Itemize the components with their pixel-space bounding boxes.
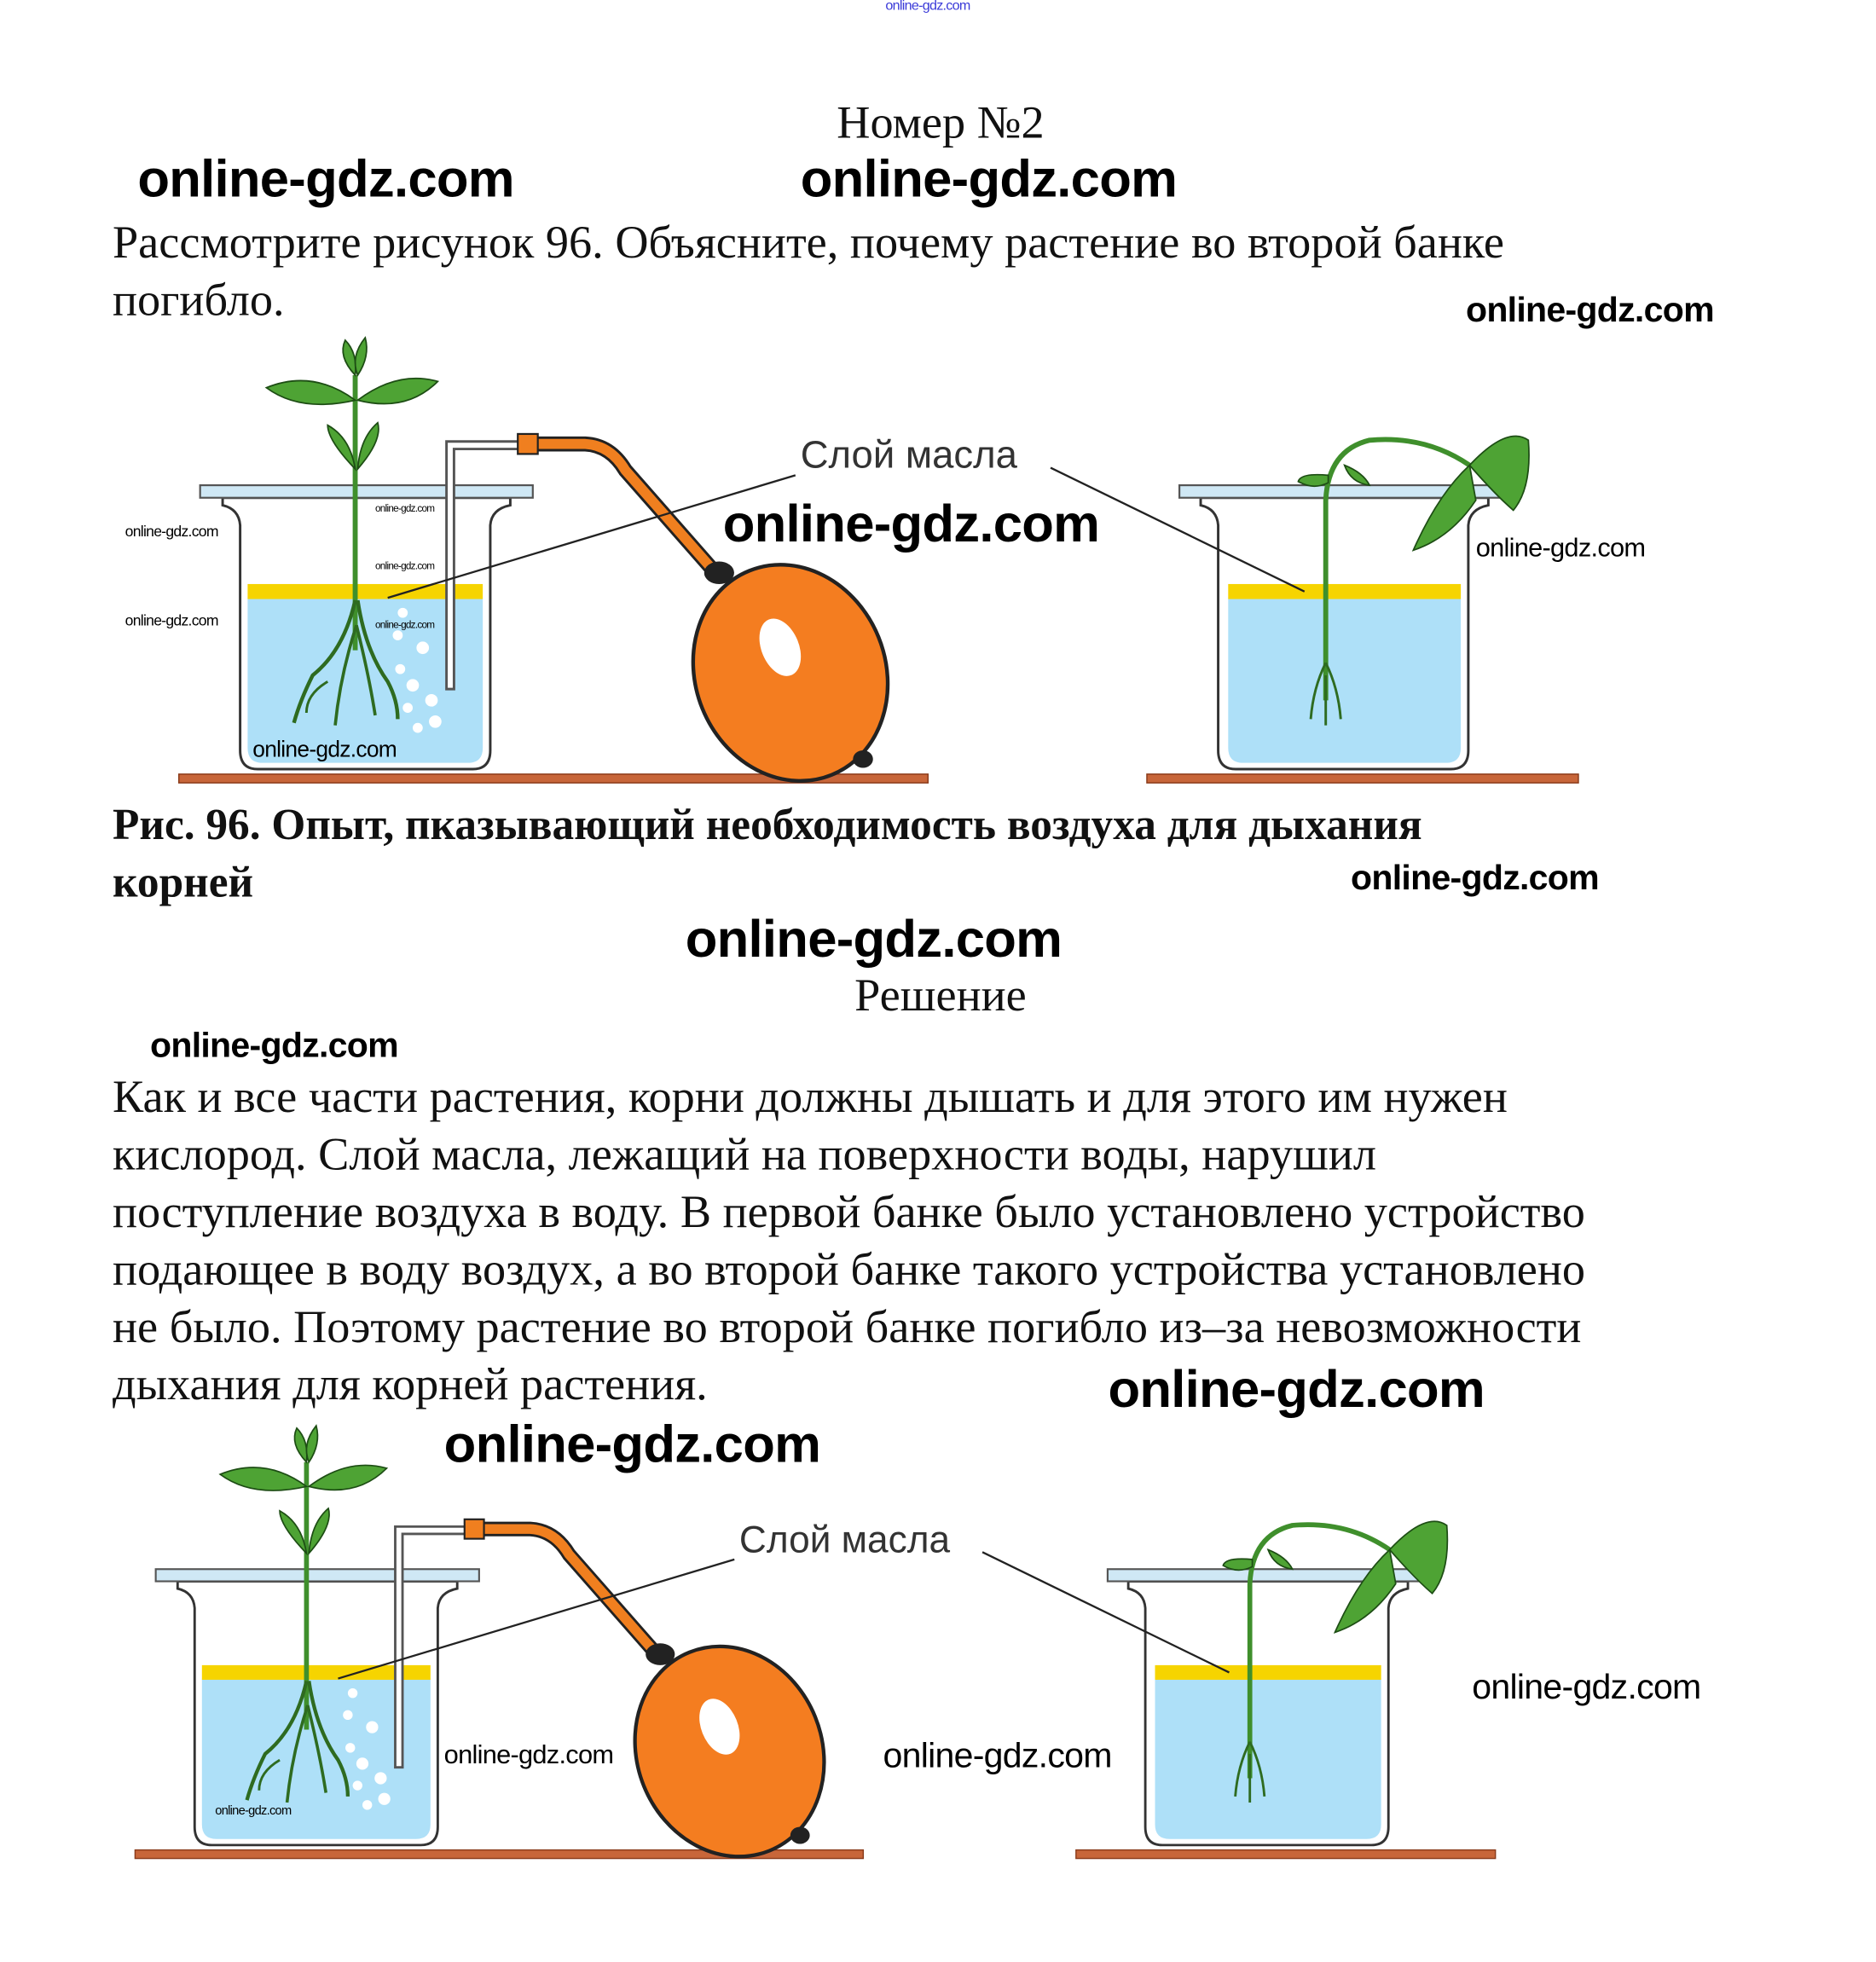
watermark: online-gdz.com: [124, 611, 219, 629]
jar-with-air: [154, 1525, 480, 1847]
watermark: online-gdz.com: [137, 148, 514, 208]
solution-line: дыхания для корней растения.: [113, 1359, 708, 1411]
table-left: [134, 1849, 865, 1860]
watermark: online-gdz.com: [1472, 1667, 1701, 1706]
solution-line: кислород. Слой масла, лежащий на поверхн…: [113, 1129, 1376, 1181]
watermark: online-gdz.com: [443, 1740, 614, 1770]
watermark: online-gdz.com: [722, 494, 1100, 553]
leader-line: [338, 1558, 735, 1680]
healthy-plant: [264, 336, 440, 726]
question-line: Рассмотрите рисунок 96. Объясните, почем…: [113, 217, 1505, 269]
wilted-plant: [1297, 435, 1530, 726]
solution-heading: Решение: [854, 970, 1027, 1022]
healthy-plant: [218, 1424, 389, 1803]
watermark: online-gdz.com: [124, 523, 219, 541]
watermark: online-gdz.com: [443, 1414, 821, 1473]
jar-without-air: [1106, 1568, 1421, 1847]
solution-line: Как и все части растения, корни должны д…: [113, 1071, 1508, 1124]
water: [1155, 1678, 1381, 1839]
wilted-plant: [1222, 1520, 1449, 1803]
experiment-figure: Слой масла: [178, 336, 1579, 784]
question-line: погибло.: [113, 275, 285, 327]
leader-line: [1050, 466, 1306, 593]
watermark: online-gdz.com: [375, 619, 435, 631]
watermark: online-gdz.com: [150, 1025, 399, 1065]
solution-line: не было. Поэтому растение во второй банк…: [113, 1301, 1582, 1353]
air-bubbles: [343, 1687, 391, 1810]
watermark: online-gdz.com: [375, 502, 435, 514]
table-left: [178, 773, 929, 784]
watermark: online-gdz.com: [1475, 534, 1646, 564]
watermark: online-gdz.com: [375, 560, 435, 572]
watermark: online-gdz.com: [252, 736, 397, 762]
figure-caption-line: Рис. 96. Опыт, пказывающий необходимость…: [113, 800, 1422, 849]
watermark: online-gdz.com: [1351, 858, 1600, 897]
table-right: [1146, 773, 1579, 784]
watermark-top: online-gdz.com: [885, 0, 970, 14]
solution-line: подающее в воду воздух, а во второй банк…: [113, 1244, 1586, 1296]
table-right: [1075, 1849, 1497, 1860]
jar-lid: [154, 1568, 480, 1583]
water: [247, 598, 483, 763]
watermark: online-gdz.com: [685, 909, 1062, 969]
leader-line: [387, 474, 796, 599]
watermark: online-gdz.com: [800, 148, 1178, 208]
watermark: online-gdz.com: [1108, 1359, 1485, 1419]
watermark: online-gdz.com: [883, 1735, 1112, 1775]
solution-line: поступление воздуха в воду. В первой бан…: [113, 1186, 1585, 1239]
leader-line: [981, 1551, 1230, 1674]
jar-without-air: [1178, 483, 1503, 771]
watermark: online-gdz.com: [1465, 290, 1715, 329]
water: [201, 1678, 431, 1839]
air-bubbles: [392, 607, 442, 733]
figure-caption-line: корней: [113, 858, 254, 907]
page-title: Номер №2: [837, 97, 1045, 149]
air-bulb: [691, 563, 890, 784]
oil-layer: [1228, 583, 1462, 599]
air-bulb: [633, 1644, 826, 1859]
oil-layer-label: Слой масла: [739, 1519, 951, 1560]
water: [1228, 598, 1462, 763]
watermark: online-gdz.com: [215, 1804, 292, 1819]
oil-layer: [1155, 1664, 1381, 1680]
oil-layer-label: Слой масла: [801, 433, 1018, 477]
